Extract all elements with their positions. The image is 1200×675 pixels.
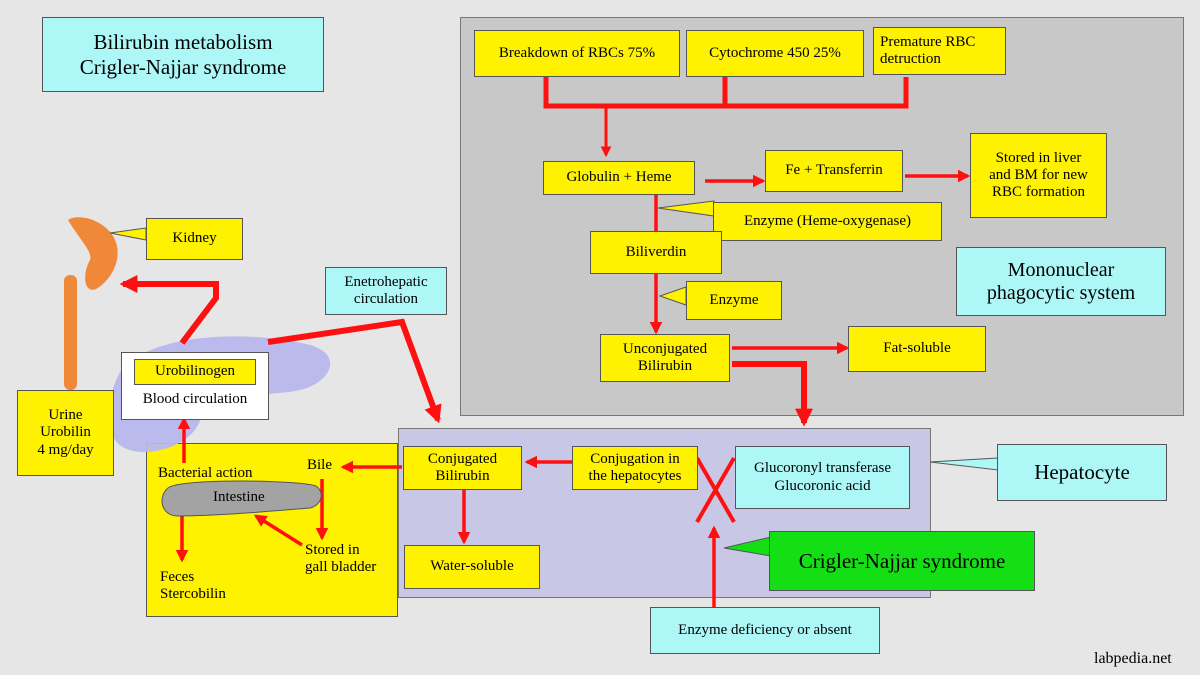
globulin-heme-box: Globulin + Heme: [543, 161, 695, 195]
bile-label: Bile: [307, 457, 332, 473]
urobilinogen-label: Urobilinogen: [155, 363, 235, 380]
feces-line-1: Feces: [160, 569, 195, 585]
conjugation-line-1: Conjugation in: [590, 450, 680, 467]
crigler-najjar-box: Crigler-Najjar syndrome: [769, 531, 1035, 591]
title-box: Bilirubin metabolism Crigler-Najjar synd…: [42, 17, 324, 92]
enzyme-label: Enzyme: [709, 291, 759, 308]
fe-transferrin-box: Fe + Transferrin: [765, 150, 903, 192]
fe-transferrin-label: Fe + Transferrin: [785, 162, 883, 179]
bacterial-action-label: Bacterial action: [158, 465, 253, 481]
cytochrome-box: Cytochrome 450 25%: [686, 30, 864, 77]
premature-rbc-box: Premature RBC detruction: [873, 27, 1006, 75]
urine-box: Urine Urobilin 4 mg/day: [17, 390, 114, 476]
enzyme-deficiency-box: Enzyme deficiency or absent: [650, 607, 880, 654]
glucoronyl-line-2: Glucoronic acid: [774, 477, 871, 494]
conjugation-line-2: the hepatocytes: [588, 468, 682, 484]
kidney-label: Kidney: [172, 230, 217, 247]
conjugated-bilirubin-box: Conjugated Bilirubin: [403, 446, 522, 490]
mononuclear-line-2: phagocytic system: [986, 281, 1136, 304]
conjugated-line-2: Bilirubin: [435, 468, 490, 484]
title-line-2: Crigler-Najjar syndrome: [79, 54, 287, 79]
enterohepatic-box: Enetrohepatic circulation: [325, 267, 447, 315]
callout-pointer-crigler: [723, 536, 772, 557]
arrow-to-kidney: [119, 275, 219, 345]
mononuclear-label-box: Mononuclear phagocytic system: [956, 247, 1166, 316]
glucoronyl-box: Glucoronyl transferase Glucoronic acid: [735, 446, 910, 509]
glucoronyl-line-1: Glucoronyl transferase: [753, 460, 892, 477]
stored-gall-label: Stored in gall bladder: [305, 542, 376, 577]
arrow-enterohepatic: [267, 318, 442, 424]
intestine-label: Intestine: [213, 489, 265, 505]
callout-pointer-kidney: [109, 227, 147, 241]
globulin-heme-label: Globulin + Heme: [566, 169, 672, 186]
water-soluble-label: Water-soluble: [430, 558, 514, 575]
intestine-shape: [161, 480, 322, 517]
urine-line-1: Urine: [48, 407, 83, 424]
unconjugated-line-2: Bilirubin: [637, 358, 693, 374]
enzyme-deficiency-label: Enzyme deficiency or absent: [678, 621, 852, 638]
kidney-label-box: Kidney: [146, 218, 243, 260]
conjugation-box: Conjugation in the hepatocytes: [572, 446, 698, 490]
heme-oxygenase-box: Enzyme (Heme-oxygenase): [713, 202, 942, 241]
fat-soluble-label: Fat-soluble: [883, 340, 951, 357]
arrow-gall-to-intestine: [253, 514, 303, 547]
hepatocyte-label: Hepatocyte: [1034, 460, 1130, 485]
unconjugated-line-1: Unconjugated: [622, 340, 708, 357]
premature-line-1: Premature RBC: [880, 33, 976, 50]
source-merge-arrow: [543, 77, 909, 158]
biliverdin-box: Biliverdin: [590, 231, 722, 274]
premature-line-2: detruction: [880, 51, 941, 67]
cytochrome-label: Cytochrome 450 25%: [709, 44, 841, 61]
urobilinogen-box: Urobilinogen: [134, 359, 256, 385]
urine-line-2: Urobilin: [40, 424, 91, 441]
unconjugated-bilirubin-box: Unconjugated Bilirubin: [600, 334, 730, 382]
block-x-mark: [695, 456, 736, 524]
mononuclear-line-1: Mononuclear: [1007, 258, 1115, 281]
feces-line-2: Stercobilin: [160, 586, 226, 603]
stored-liver-box: Stored in liver and BM for new RBC forma…: [970, 133, 1107, 218]
conjugated-line-1: Conjugated: [427, 450, 498, 467]
title-line-1: Bilirubin metabolism: [93, 30, 273, 55]
hepatocyte-label-box: Hepatocyte: [997, 444, 1167, 501]
water-soluble-box: Water-soluble: [404, 545, 540, 589]
crigler-najjar-label: Crigler-Najjar syndrome: [798, 548, 1006, 573]
callout-pointer-heme-oxygenase: [657, 200, 715, 217]
callout-pointer-enzyme: [658, 286, 687, 306]
feces-label: Feces Stercobilin: [160, 569, 226, 604]
blood-circulation-label: Blood circulation: [142, 391, 248, 407]
urine-line-3: 4 mg/day: [37, 441, 94, 458]
enterohepatic-line-2: circulation: [353, 291, 419, 307]
enzyme-box: Enzyme: [686, 281, 782, 320]
stored-gall-line-2: gall bladder: [305, 559, 377, 576]
heme-oxygenase-label: Enzyme (Heme-oxygenase): [743, 212, 911, 229]
enterohepatic-line-1: Enetrohepatic: [344, 273, 428, 290]
rbc-breakdown-label: Breakdown of RBCs 75%: [498, 44, 656, 61]
arrow-unconj-to-hepatocyte: [732, 361, 813, 427]
stored-liver-line-3: RBC formation: [992, 184, 1085, 201]
rbc-breakdown-box: Breakdown of RBCs 75%: [474, 30, 680, 77]
blood-circulation-box: Urobilinogen Blood circulation: [121, 352, 269, 420]
watermark: labpedia.net: [1094, 650, 1172, 667]
intestine-panel: [146, 443, 398, 617]
biliverdin-label: Biliverdin: [625, 243, 687, 260]
fat-soluble-box: Fat-soluble: [848, 326, 986, 372]
callout-pointer-hepatocyte: [929, 457, 999, 471]
stored-liver-line-1: Stored in liver: [995, 149, 1082, 166]
stored-liver-line-2: and BM for new: [989, 166, 1088, 183]
stored-gall-line-1: Stored in: [305, 542, 360, 558]
kidney-shape: [64, 217, 118, 390]
